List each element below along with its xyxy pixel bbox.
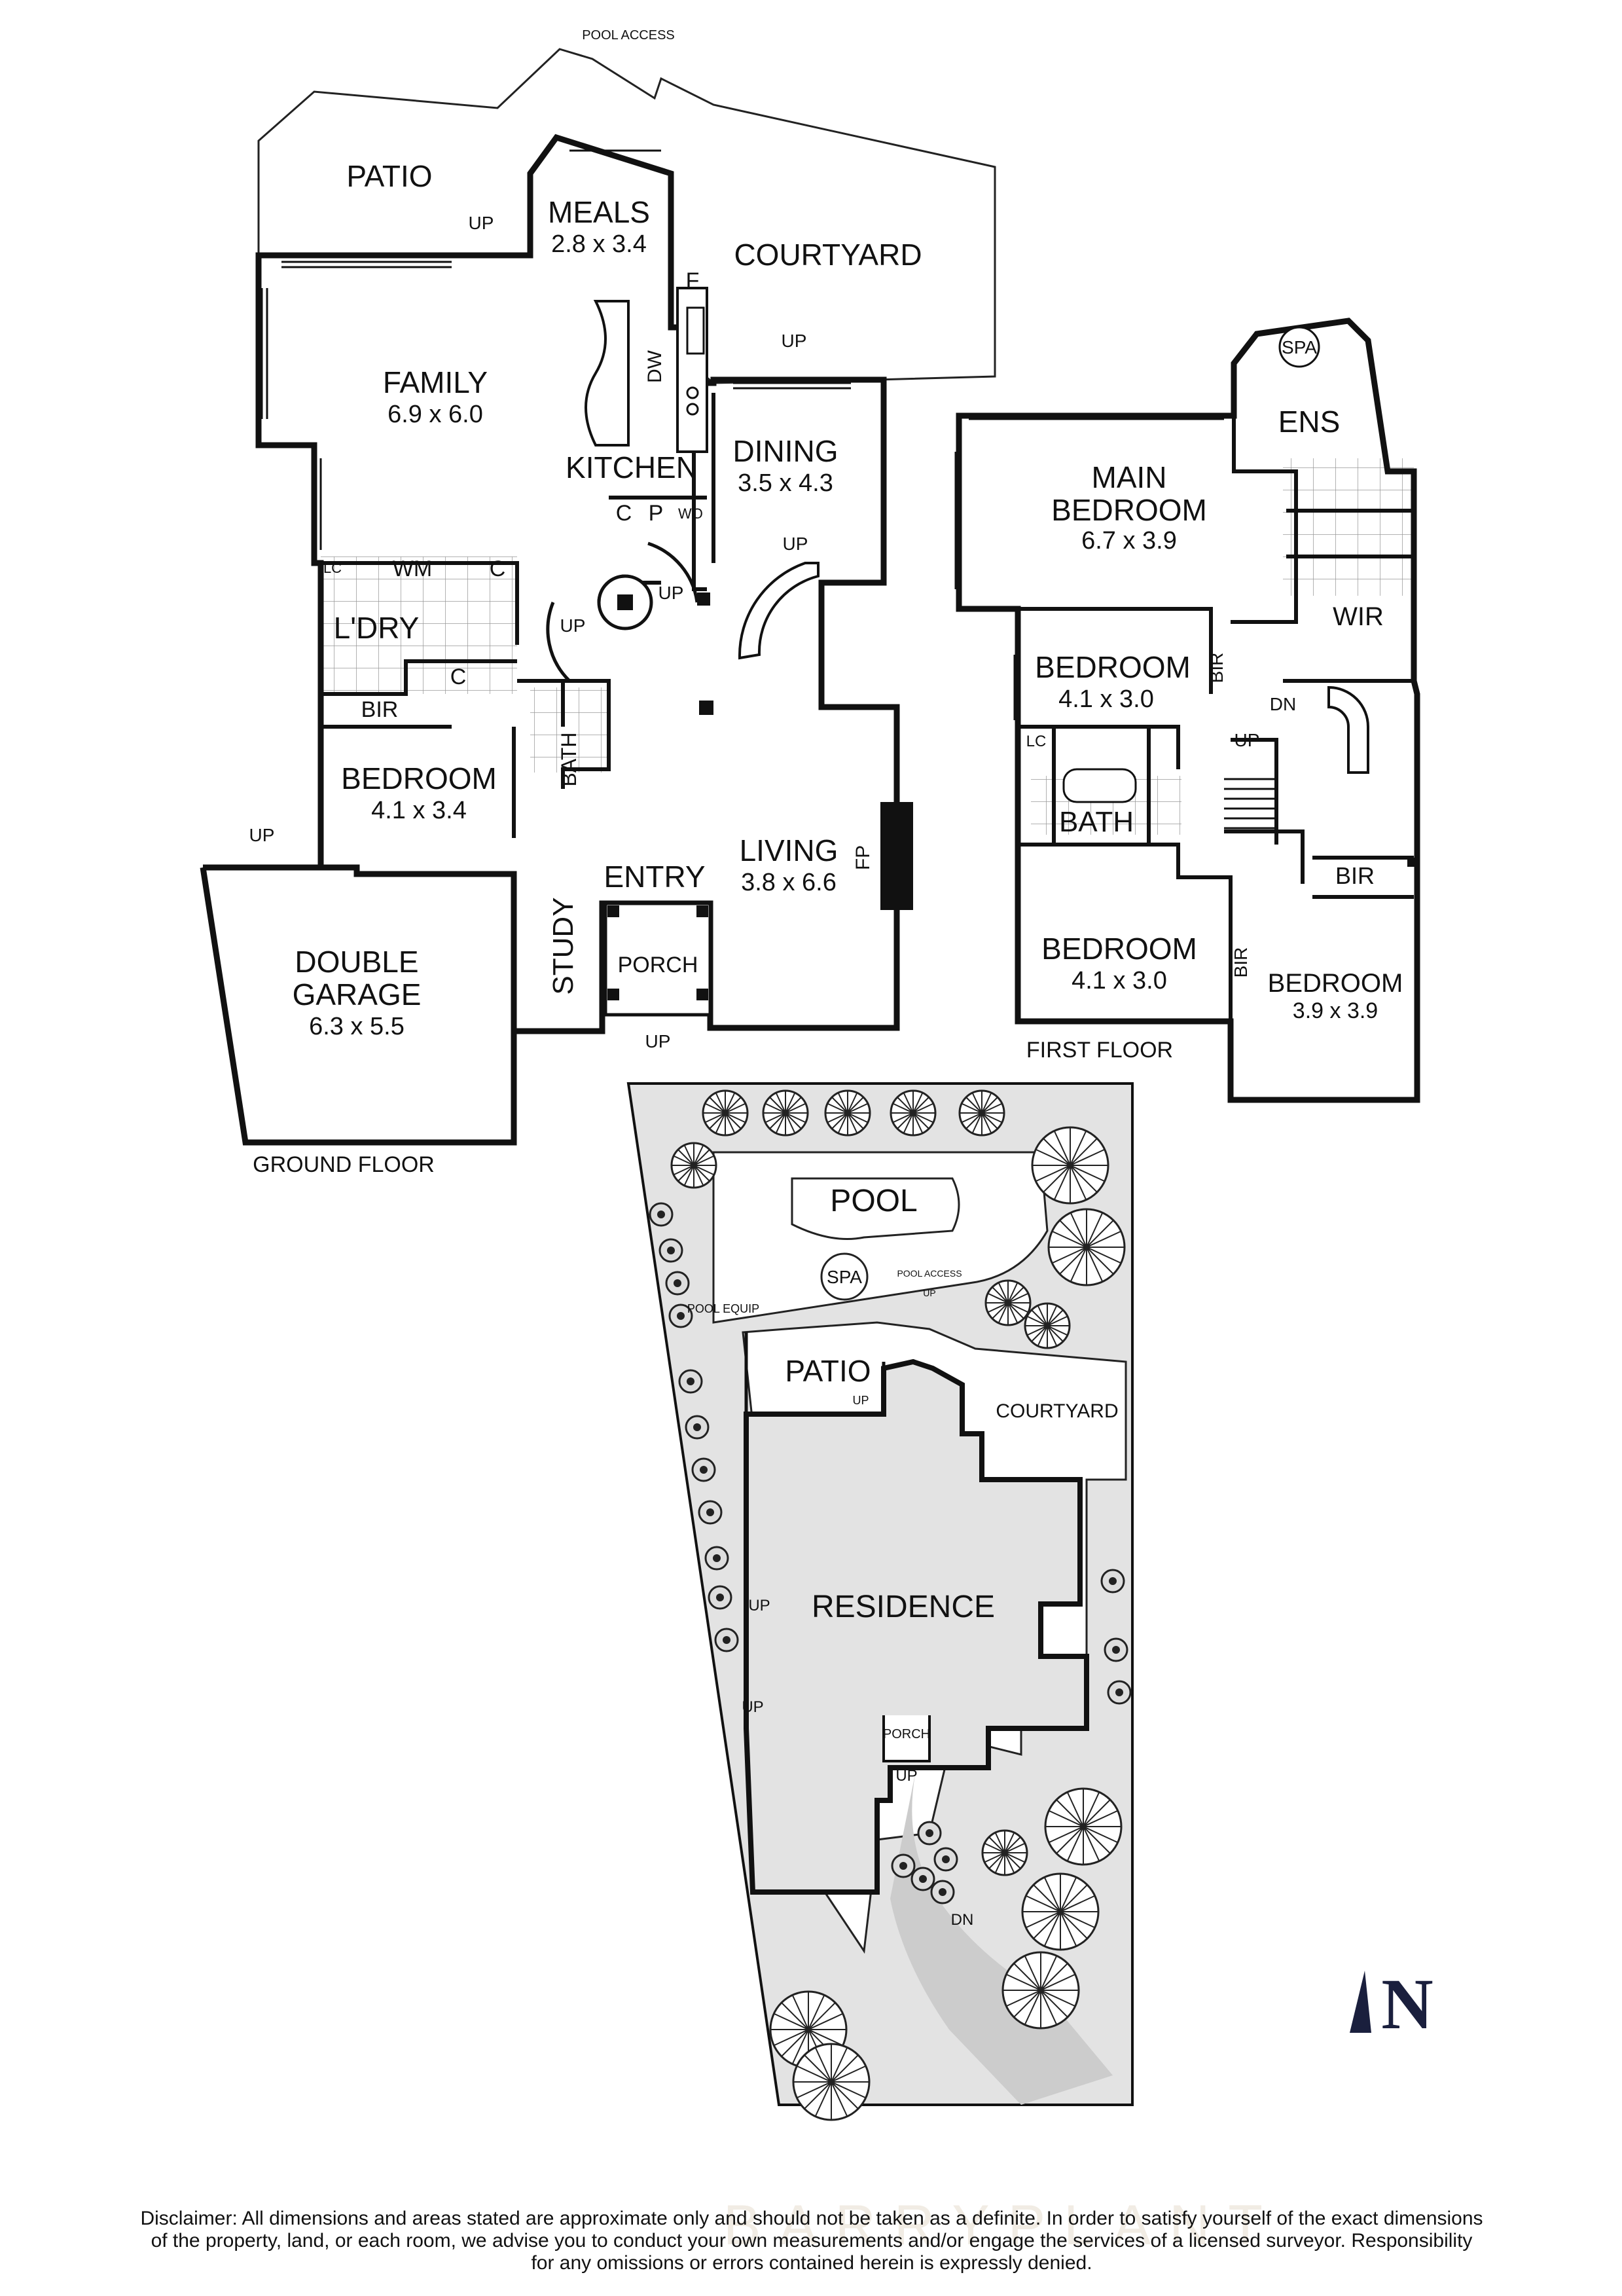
family-dims: 6.9 x 6.0 bbox=[387, 401, 483, 428]
porch-label: PORCH bbox=[618, 953, 698, 977]
site-pool-access-up-label: UP bbox=[923, 1288, 935, 1298]
residence-label: RESIDENCE bbox=[812, 1590, 995, 1624]
stair-up-label-2: UP bbox=[560, 615, 586, 636]
bedroom-dims: 4.1 x 3.4 bbox=[371, 797, 467, 824]
ground-floor-label: GROUND FLOOR bbox=[253, 1152, 435, 1177]
garage-label-2: GARAGE bbox=[293, 977, 422, 1011]
meals-label: MEALS bbox=[548, 195, 650, 229]
pool-access-label: POOL ACCESS bbox=[582, 28, 675, 43]
living-label: LIVING bbox=[740, 833, 838, 867]
first-floor: SPA ENS MAIN BEDROOM 6.7 x 3.9 WIR BEDRO… bbox=[954, 318, 1420, 1103]
laundry-lc-label: LC bbox=[323, 560, 342, 576]
ground-floor: POOL ACCESS PATIO MEALS 2.8 x 3.4 COURTY… bbox=[200, 28, 1181, 1177]
site-patio-label: PATIO bbox=[785, 1354, 871, 1388]
dining-dims: 3.5 x 4.3 bbox=[738, 469, 833, 497]
family-label: FAMILY bbox=[383, 365, 488, 399]
entry-label: ENTRY bbox=[604, 860, 705, 894]
patio-label: PATIO bbox=[346, 159, 432, 193]
living-dims: 3.8 x 6.6 bbox=[741, 869, 837, 896]
disclaimer: Disclaimer: All dimensions and areas sta… bbox=[59, 2208, 1564, 2274]
study-label: STUDY bbox=[547, 897, 579, 994]
bedroom-label: BEDROOM bbox=[341, 761, 497, 795]
courtyard-up-label: UP bbox=[782, 331, 807, 351]
stair-up-label-1: UP bbox=[658, 583, 684, 603]
ensuite-label: ENS bbox=[1278, 405, 1341, 439]
pool-equip-label: POOL EQUIP bbox=[687, 1302, 759, 1315]
dining-label: DINING bbox=[733, 434, 838, 468]
north-indicator: N bbox=[1342, 1964, 1453, 2046]
disclaimer-line-2: of the property, land, or each room, we … bbox=[151, 2230, 1473, 2251]
wine-label: WO bbox=[678, 505, 703, 522]
first-floor-lc-label: LC bbox=[1026, 733, 1047, 750]
dining-up-label: UP bbox=[783, 534, 808, 554]
brand-watermark: BARRYPLANT bbox=[723, 2194, 1281, 2257]
porch-up-label: UP bbox=[645, 1031, 671, 1051]
first-floor-up-label: UP bbox=[1235, 730, 1260, 750]
patio-up-label: UP bbox=[469, 213, 494, 233]
site-plan: POOL SPA POOL ACCESS UP POOL EQUIP PATIO… bbox=[626, 1082, 1134, 2121]
courtyard-label: COURTYARD bbox=[734, 238, 922, 272]
pool-label: POOL bbox=[830, 1184, 917, 1218]
laundry-label: L'DRY bbox=[334, 611, 420, 645]
bedroom-a-label: BEDROOM bbox=[1035, 650, 1191, 684]
site-porch-up-label: UP bbox=[895, 1767, 917, 1785]
bedroom-b-dims: 4.1 x 3.0 bbox=[1072, 967, 1167, 994]
main-bedroom-dims: 6.7 x 3.9 bbox=[1081, 527, 1177, 555]
spa-label: SPA bbox=[1282, 337, 1317, 357]
main-bedroom-label-2: BEDROOM bbox=[1051, 493, 1207, 527]
site-spa-label: SPA bbox=[827, 1267, 862, 1287]
kitchen-label: KITCHEN bbox=[566, 450, 698, 484]
north-arrow-icon: N bbox=[1350, 1964, 1433, 2044]
washing-machine-label: WM bbox=[393, 556, 432, 581]
fireplace-label: FP bbox=[852, 845, 874, 870]
garage-label-1: DOUBLE bbox=[295, 945, 418, 979]
site-porch-label: PORCH bbox=[883, 1727, 930, 1741]
meals-dims: 2.8 x 3.4 bbox=[551, 230, 647, 258]
first-floor-bath-label: BATH bbox=[1059, 806, 1134, 838]
dishwasher-label: DW bbox=[644, 350, 666, 383]
site-patio-up-label: UP bbox=[852, 1394, 869, 1407]
disclaimer-line-1: Disclaimer: All dimensions and areas sta… bbox=[140, 2208, 1483, 2229]
cupboard-label: C bbox=[616, 501, 632, 526]
bir-a-label: BIR bbox=[1206, 653, 1227, 683]
bir-c-label: BIR bbox=[1231, 947, 1251, 978]
laundry-cupboard-label: C bbox=[490, 556, 506, 581]
bedroom-c-label: BEDROOM bbox=[1268, 969, 1403, 998]
wir-label: WIR bbox=[1333, 602, 1384, 631]
north-label: N bbox=[1381, 1964, 1433, 2043]
linen-cupboard-label: C bbox=[450, 665, 467, 689]
site-dn-label: DN bbox=[951, 1911, 974, 1929]
site-up-label-1: UP bbox=[748, 1597, 770, 1614]
garage-dims: 6.3 x 5.5 bbox=[309, 1013, 405, 1040]
first-floor-dn-label: DN bbox=[1270, 694, 1296, 714]
bath-label: BATH bbox=[557, 733, 581, 787]
site-up-label-2: UP bbox=[742, 1698, 763, 1716]
first-floor-label: FIRST FLOOR bbox=[1026, 1038, 1173, 1063]
fridge-label: F bbox=[686, 268, 700, 293]
site-pool-access-label: POOL ACCESS bbox=[897, 1268, 962, 1279]
main-bedroom-label-1: MAIN bbox=[1092, 460, 1167, 494]
pantry-label: P bbox=[649, 501, 664, 526]
bedroom-c-dims: 3.9 x 3.9 bbox=[1293, 998, 1378, 1023]
bedroom-a-dims: 4.1 x 3.0 bbox=[1058, 685, 1154, 713]
site-courtyard-label: COURTYARD bbox=[996, 1400, 1118, 1422]
garage-up-label: UP bbox=[249, 825, 275, 845]
disclaimer-line-3: for any omissions or errors contained he… bbox=[531, 2252, 1092, 2274]
bedroom-b-label: BEDROOM bbox=[1041, 932, 1197, 966]
bir-b-label: BIR bbox=[1335, 862, 1375, 889]
bir-label: BIR bbox=[361, 697, 399, 722]
